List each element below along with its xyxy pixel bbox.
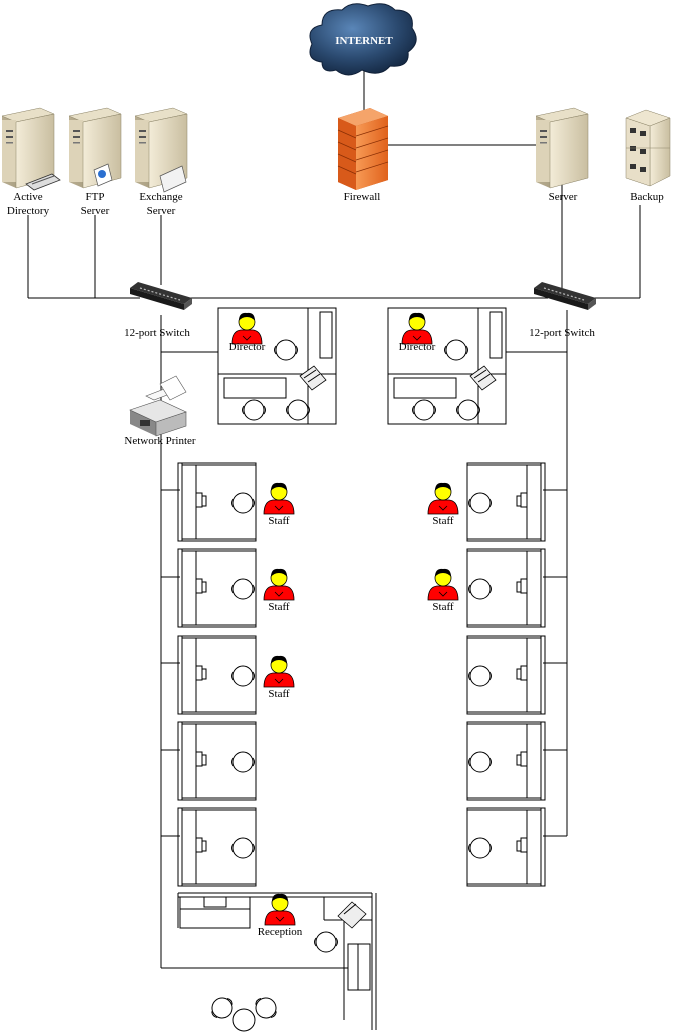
internet-label: INTERNET <box>335 35 393 47</box>
envelope-icon <box>159 165 187 193</box>
reception-label: Reception <box>258 926 303 938</box>
server-active-directory[interactable]: Active Directory <box>1 107 61 217</box>
person-icon <box>264 893 296 926</box>
backup-storage[interactable]: Backup <box>625 109 671 203</box>
server-label-line1: Exchange <box>139 191 182 203</box>
network-printer[interactable]: Network Printer <box>124 375 196 447</box>
director-office-right: Director <box>387 307 507 425</box>
person-icon <box>427 482 459 515</box>
server-label-line2: Server <box>81 205 110 217</box>
printer-label: Network Printer <box>124 435 196 447</box>
switch-icon <box>533 281 597 311</box>
server-label-line2: Server <box>147 205 176 217</box>
person-icon <box>263 568 295 601</box>
director-label: Director <box>399 341 436 353</box>
staff-label: Staff <box>268 601 290 613</box>
globe-document-icon <box>93 163 113 187</box>
storage-icon <box>625 109 671 187</box>
chair-icon <box>231 837 255 859</box>
staff-label: Staff <box>268 515 290 527</box>
staff-cubicle <box>177 807 257 887</box>
firewall[interactable]: Firewall <box>337 108 389 203</box>
staff-cubicle: Staff <box>427 548 546 628</box>
staff-cubicle <box>177 721 257 801</box>
internet-cloud[interactable]: INTERNET <box>309 3 417 76</box>
person-icon <box>263 482 295 515</box>
chair-icon <box>468 665 492 687</box>
switch-label: 12-port Switch <box>124 327 190 339</box>
staff-cubicle: Staff <box>177 635 295 715</box>
chair-icon <box>231 751 255 773</box>
backup-label: Backup <box>630 191 664 203</box>
cloud-icon <box>309 3 417 76</box>
computer-icon <box>337 901 367 929</box>
server-label-line2: Directory <box>7 205 50 217</box>
chair-icon <box>231 578 255 600</box>
staff-cubicle <box>466 635 546 715</box>
chair-icon <box>468 578 492 600</box>
staff-label: Staff <box>432 601 454 613</box>
director-label: Director <box>229 341 266 353</box>
server-label-line1: FTP <box>86 191 105 203</box>
director-office-left: Director <box>217 307 337 425</box>
person-icon <box>427 568 459 601</box>
reception-area: Reception <box>177 892 377 1032</box>
chair-icon <box>314 931 338 953</box>
chair-icon <box>468 751 492 773</box>
staff-cubicle: Staff <box>177 462 295 542</box>
staff-cubicle: Staff <box>427 462 546 542</box>
firewall-icon <box>337 108 389 190</box>
server-label: Server <box>549 191 578 203</box>
server-label-line1: Active <box>13 191 42 203</box>
keyboard-icon <box>25 173 61 191</box>
waiting-area <box>206 992 282 1032</box>
server-icon <box>535 107 589 189</box>
server-icon <box>68 107 122 189</box>
staff-cubicle <box>466 721 546 801</box>
computer-icon <box>299 365 327 391</box>
table-icon <box>232 1008 256 1032</box>
server-main[interactable]: Server <box>535 107 589 203</box>
chair-icon <box>468 492 492 514</box>
switch-icon <box>129 281 193 311</box>
server-ftp[interactable]: FTP Server <box>68 107 122 217</box>
switch-right[interactable]: 12-port Switch <box>529 281 597 339</box>
chair-icon <box>468 837 492 859</box>
person-icon <box>263 655 295 688</box>
server-exchange[interactable]: Exchange Server <box>134 107 188 217</box>
switch-label: 12-port Switch <box>529 327 595 339</box>
printer-icon <box>129 375 187 437</box>
computer-icon <box>469 365 497 391</box>
chair-icon <box>231 665 255 687</box>
firewall-label: Firewall <box>344 191 381 203</box>
chair-icon <box>231 492 255 514</box>
switch-left[interactable]: 12-port Switch <box>124 281 193 339</box>
staff-cubicle <box>466 807 546 887</box>
staff-label: Staff <box>432 515 454 527</box>
staff-cubicle: Staff <box>177 548 295 628</box>
staff-label: Staff <box>268 688 290 700</box>
